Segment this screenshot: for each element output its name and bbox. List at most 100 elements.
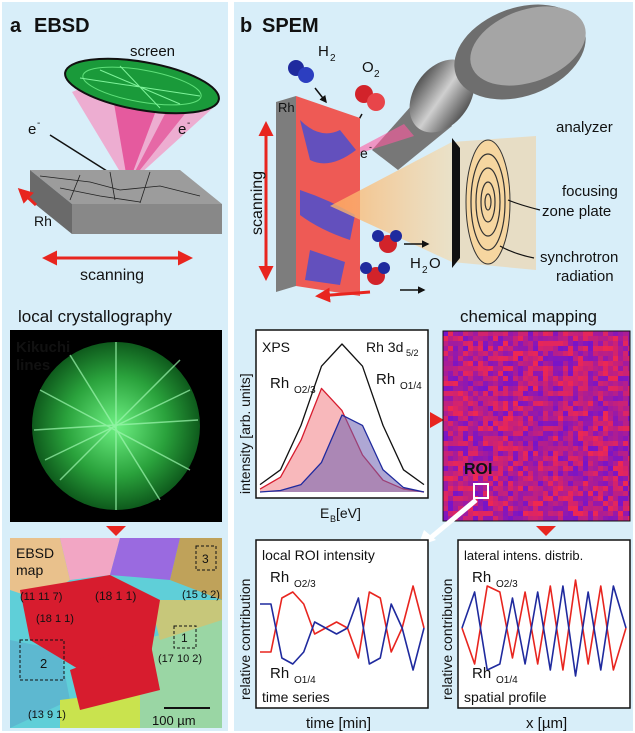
panel-b-letter: b (240, 15, 252, 37)
roi-arrow (426, 498, 478, 542)
svg-text:2: 2 (422, 265, 428, 276)
grain-label-6: (13 9 1) (28, 709, 66, 721)
svg-text:-: - (369, 142, 372, 152)
time-series-footer: time series (262, 689, 330, 705)
svg-text:O: O (429, 255, 441, 272)
zone-plate (465, 139, 511, 265)
rho23-label-xps: Rh (270, 375, 289, 392)
spatial-ylabel: relative contribution (439, 579, 455, 700)
screen-label: screen (130, 43, 175, 60)
xps-plot-area-2 (260, 415, 424, 492)
svg-text:1: 1 (181, 631, 188, 645)
h2o-label: H (410, 255, 421, 272)
down-arrow-map (536, 526, 556, 536)
rh-sample-slab (30, 170, 222, 234)
rho14-label-time: Rh (270, 665, 289, 682)
spatial-xlabel: x [µm] (526, 715, 567, 732)
scanning-label-b: scanning (249, 171, 266, 235)
time-series-frame (255, 539, 429, 709)
rh-label-a: Rh (34, 213, 52, 229)
time-ylabel: relative contribution (237, 579, 253, 700)
grain-label-4: (15 8 2) (182, 589, 220, 601)
focusing-label: focusing (562, 183, 618, 200)
roi-box-1 (173, 625, 197, 649)
scan-arrow-diagonal-a (17, 187, 38, 207)
svg-text:O2/3: O2/3 (294, 385, 316, 396)
down-arrow-a (106, 526, 126, 536)
space-plot-series-0 (461, 579, 627, 671)
xps-xlabel: E (320, 505, 329, 521)
svg-text:5/2: 5/2 (406, 348, 419, 358)
h2-label: H (318, 43, 329, 60)
scan-arrow-horizontal-b (315, 287, 371, 303)
svg-text:2: 2 (330, 53, 336, 64)
time-plot-title: local ROI intensity (262, 547, 375, 563)
svg-text:lines: lines (16, 357, 50, 374)
scanning-label-a: scanning (80, 267, 144, 284)
h2-molecule (288, 60, 314, 83)
svg-text:O1/4: O1/4 (294, 675, 316, 686)
rho23-label-spatial: Rh (472, 569, 491, 586)
scale-bar-label: 100 µm (152, 713, 196, 728)
h2o-molecule-2 (360, 262, 390, 285)
svg-text:radiation: radiation (556, 268, 614, 285)
right-arrow-xps-to-map (430, 412, 444, 428)
xps-label: XPS (262, 339, 290, 355)
svg-text:O1/4: O1/4 (496, 675, 518, 686)
roi-label: ROI (464, 461, 492, 478)
rh-label-b: Rh (278, 100, 295, 115)
rh-sample-b (276, 96, 360, 296)
chemical-map-pixels (443, 331, 630, 521)
roi-box-2 (19, 639, 65, 681)
order-sorting-aperture (452, 138, 460, 268)
time-xlabel: time [min] (306, 715, 371, 732)
svg-text:O2/3: O2/3 (294, 579, 316, 590)
time-plot-series-1 (260, 597, 425, 671)
svg-text:2: 2 (40, 656, 47, 671)
grain-label-5: (17 10 2) (158, 653, 202, 665)
roi-marker (473, 483, 489, 499)
rh3d-label: Rh 3d (366, 339, 403, 355)
kikuchi-label: Kikuchi (16, 339, 70, 356)
svg-text:2: 2 (374, 69, 380, 80)
grain-label-2: (18 1 1) (95, 589, 136, 603)
svg-text:map: map (16, 562, 43, 578)
xray-beam (330, 142, 452, 262)
spatial-plot-title: lateral intens. distrib. (464, 548, 583, 563)
o2-label: O (362, 59, 374, 76)
xps-ylabel: intensity [arb. units] (237, 373, 253, 494)
kikuchi-pattern (32, 342, 200, 510)
grain-label-3: (18 1 1) (36, 613, 74, 625)
electron-label-a2: e (178, 121, 186, 138)
grain-label-1: (11 11 7) (20, 591, 62, 603)
ebsd-screen (64, 57, 220, 115)
xps-plot-series-0 (259, 343, 425, 486)
rho23-label-time: Rh (270, 569, 289, 586)
space-plot-series-1 (461, 585, 627, 677)
svg-text:-: - (37, 118, 40, 129)
time-plot-series-0 (260, 585, 425, 659)
svg-text:zone plate: zone plate (542, 203, 611, 220)
chem-mapping-title: chemical mapping (460, 307, 597, 326)
electron-label-a1: e (28, 121, 36, 138)
svg-text:[eV]: [eV] (336, 505, 361, 521)
o2-molecule (355, 85, 385, 111)
svg-text:-: - (187, 118, 190, 129)
analyzer (372, 4, 586, 170)
synchrotron-label: synchrotron (540, 249, 618, 266)
roi-box-3 (195, 545, 217, 571)
xps-plot (259, 343, 425, 493)
crystallography-title: local crystallography (18, 307, 173, 326)
svg-text:3: 3 (202, 552, 209, 566)
h2o-molecule-1 (372, 230, 402, 253)
spatial-profile-footer: spatial profile (464, 689, 547, 705)
xps-plot-series-2 (259, 414, 425, 493)
panel-b-title: SPEM (262, 15, 319, 37)
time-series-plot (260, 585, 425, 671)
ebsd-map (10, 538, 222, 728)
svg-text:O1/4: O1/4 (400, 381, 422, 392)
rho14-label-spatial: Rh (472, 665, 491, 682)
svg-text:O2/3: O2/3 (496, 579, 518, 590)
spatial-profile-plot (461, 579, 627, 677)
